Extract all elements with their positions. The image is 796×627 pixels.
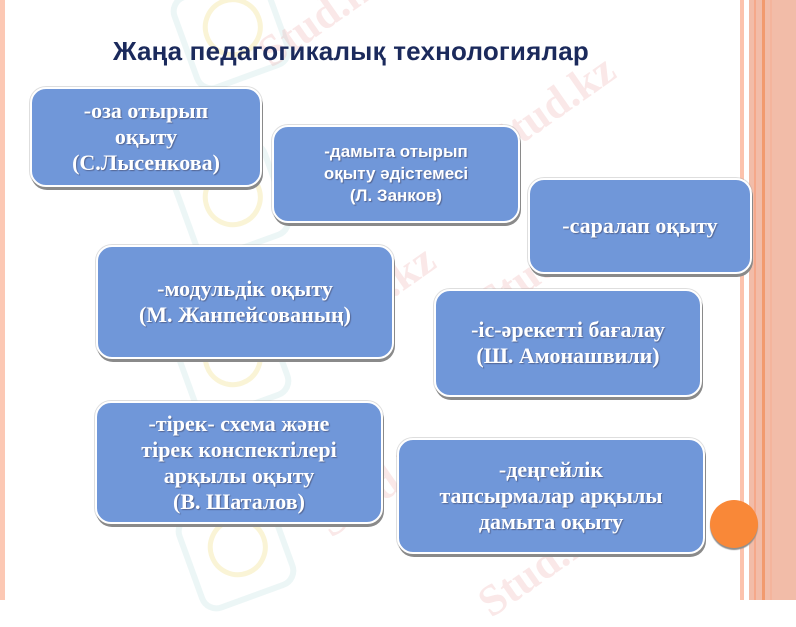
box-oza-otyryp-oqytu: -оза отырып оқыту (С.Лысенкова) [30, 87, 262, 187]
box-text: -оза отырып оқыту (С.Лысенкова) [72, 98, 220, 175]
box-is-areketti-bagalau: -іс-әрекетті бағалау (Ш. Амонашвили) [434, 289, 702, 397]
box-saralap-oqytu: -саралап оқыту [528, 178, 752, 274]
box-dengeilik-tapsyrmalar: -деңгейлік тапсырмалар арқылы дамыта оқы… [397, 438, 705, 554]
right-border-stripes [740, 0, 796, 600]
box-text: -модульдік оқыту (М. Жанпейсованың) [138, 276, 352, 327]
box-tirek-sxema: -тірек- схема және тірек конспектілері а… [95, 401, 383, 524]
box-text: -дамыта отырып оқыту әдістемесі (Л. Занк… [323, 142, 469, 205]
box-text: -тірек- схема және тірек конспектілері а… [141, 410, 337, 514]
box-text: -деңгейлік тапсырмалар арқылы дамыта оқы… [439, 457, 663, 534]
box-damyta-otyryp-oqytu: -дамыта отырып оқыту әдістемесі (Л. Занк… [272, 125, 520, 223]
box-modulдік-oqytu: -модульдік оқыту (М. Жанпейсованың) [96, 245, 394, 359]
box-text: -іс-әрекетті бағалау (Ш. Амонашвили) [471, 317, 665, 368]
orange-bullet-icon [710, 500, 758, 548]
box-text: -саралап оқыту [562, 213, 718, 238]
left-border-bar [0, 0, 5, 600]
slide-title: Жаңа педагогикалық технологиялар [113, 36, 589, 66]
